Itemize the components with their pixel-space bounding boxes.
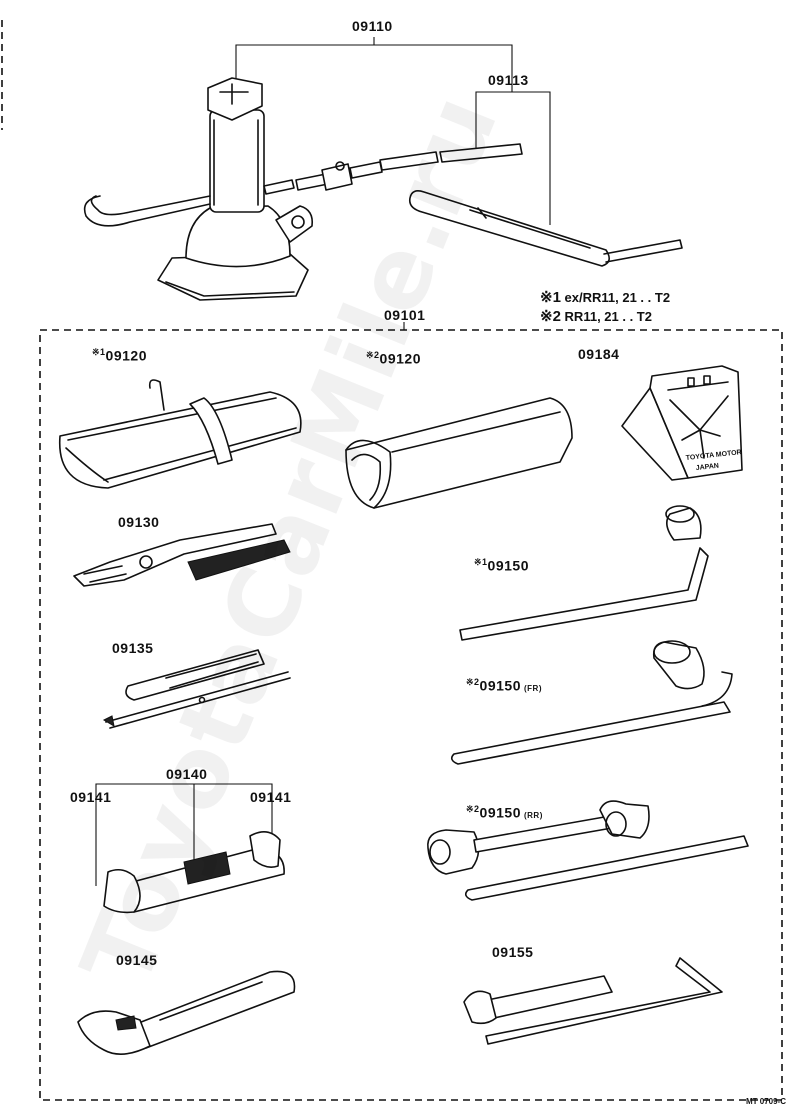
part-label-09150-fr: ※209150(FR)	[466, 677, 542, 694]
screwdriver-illustration	[102, 649, 291, 729]
mark-1: ※1	[92, 347, 106, 357]
part-number: 09150	[479, 804, 521, 821]
note-2: ※2 RR11, 21 . . T2	[540, 307, 652, 325]
part-label-09155: 09155	[492, 944, 534, 960]
spanner-set-illustration	[95, 783, 285, 914]
note-1-text: ex/RR11, 21 . . T2	[564, 290, 671, 305]
part-label-09150-1: ※109150	[474, 557, 529, 574]
part-label-09135: 09135	[112, 640, 154, 656]
part-label-09130: 09130	[118, 514, 160, 530]
wheel-chock-illustration: TOYOTA MOTOR JAPAN	[621, 365, 743, 481]
tool-bag-rolled-illustration	[58, 379, 302, 489]
jack-illustration	[83, 77, 314, 301]
drawing-code: MT 0709-C	[745, 1097, 786, 1106]
part-label-09140: 09140	[166, 766, 208, 782]
plug-wrench-illustration	[463, 957, 723, 1045]
tool-bag-zip-illustration	[345, 397, 573, 509]
mark-2: ※2	[366, 350, 380, 360]
leader-09110	[235, 37, 513, 92]
mark-2: ※2	[466, 804, 480, 814]
lug-wrench-1-illustration	[459, 505, 709, 641]
part-label-09145: 09145	[116, 952, 158, 968]
part-label-09120-1: ※109120	[92, 347, 147, 364]
lug-wrench-rr-illustration	[427, 800, 749, 901]
chock-text-line2: JAPAN	[695, 463, 719, 472]
part-label-09141-right: 09141	[250, 789, 292, 805]
lug-wrench-fr-illustration	[450, 640, 733, 765]
part-label-09120-2: ※209120	[366, 350, 421, 367]
part-number: 09150	[487, 557, 529, 574]
mark-1: ※1	[474, 557, 488, 567]
part-number: 09120	[379, 350, 421, 367]
note-2-mark: ※2	[540, 308, 561, 325]
note-2-text: RR11, 21 . . T2	[564, 309, 652, 324]
part-label-09141-left: 09141	[70, 789, 112, 805]
leader-09113	[475, 91, 551, 225]
part-label-09150-rr: ※209150(RR)	[466, 804, 543, 821]
part-label-09113: 09113	[488, 72, 529, 88]
suffix-rr: (RR)	[523, 810, 543, 820]
note-1: ※1 ex/RR11, 21 . . T2	[540, 288, 670, 306]
adjustable-wrench-illustration	[77, 970, 296, 1055]
part-number: 09150	[479, 677, 521, 694]
mark-2: ※2	[466, 677, 480, 687]
jack-handle-illustration	[263, 143, 683, 267]
note-1-mark: ※1	[540, 289, 561, 306]
part-number: 09120	[105, 347, 147, 364]
suffix-fr: (FR)	[523, 683, 542, 693]
pliers-illustration	[73, 523, 291, 587]
part-label-09110: 09110	[352, 18, 393, 34]
part-label-09184: 09184	[578, 346, 620, 362]
part-label-09101: 09101	[384, 307, 426, 323]
